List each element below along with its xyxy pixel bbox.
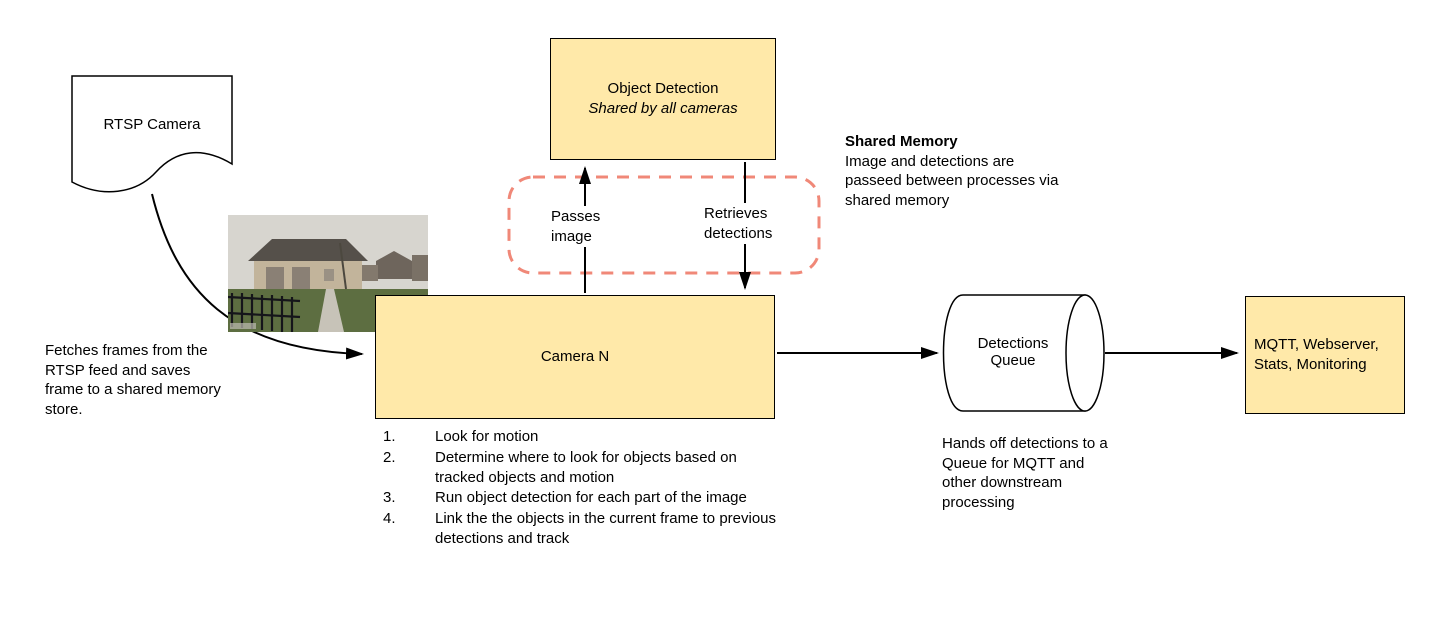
list-item: 4. Link the the objects in the current f…: [383, 510, 777, 547]
detections-queue-cylinder-cap: [1065, 294, 1105, 412]
detections-queue-cylinder-body: [942, 294, 1086, 412]
list-item: 2. Determine where to look for objects b…: [383, 448, 737, 486]
camera-n-box: Camera N: [375, 295, 775, 419]
detections-queue-label: Detections Queue: [977, 335, 1049, 369]
shared-memory-note-body: Image and detections are passeed between…: [845, 152, 1059, 209]
camera-snapshot-image: [227, 215, 428, 332]
object-detection-title: Object Detection: [607, 79, 719, 97]
fetch-frames-note: Fetches frames from the RTSP feed and sa…: [45, 342, 221, 418]
passes-image-label: Passes image: [549, 206, 615, 247]
object-detection-subtitle: Shared by all cameras: [588, 100, 738, 117]
mqtt-webserver-label: MQTT, Webserver, Stats, Monitoring: [1254, 335, 1379, 373]
queue-handoff-note: Hands off detections to a Queue for MQTT…: [942, 435, 1108, 511]
arrow-rtsp-to-camera: [151, 193, 364, 360]
camera-snapshot-scene: [227, 215, 428, 332]
rtsp-camera-document-shape: [71, 75, 233, 193]
shared-memory-dashed-boundary: [507, 175, 821, 275]
object-detection-box: Object Detection Shared by all cameras: [550, 38, 776, 160]
shared-memory-note-title: Shared Memory: [845, 133, 958, 150]
shared-memory-note: Shared Memory Image and detections are p…: [845, 132, 1060, 210]
list-item: 3. Run object detection for each part of…: [383, 489, 747, 507]
rtsp-camera-label: RTSP Camera: [103, 115, 201, 133]
list-item: 1. Look for motion: [383, 428, 539, 445]
retrieves-detections-label: Retrieves detections: [702, 203, 790, 244]
camera-n-label: Camera N: [540, 347, 610, 365]
mqtt-webserver-box: MQTT, Webserver, Stats, Monitoring: [1245, 296, 1405, 414]
camera-steps-list: 1. Look for motion 2. Determine where to…: [383, 427, 783, 550]
